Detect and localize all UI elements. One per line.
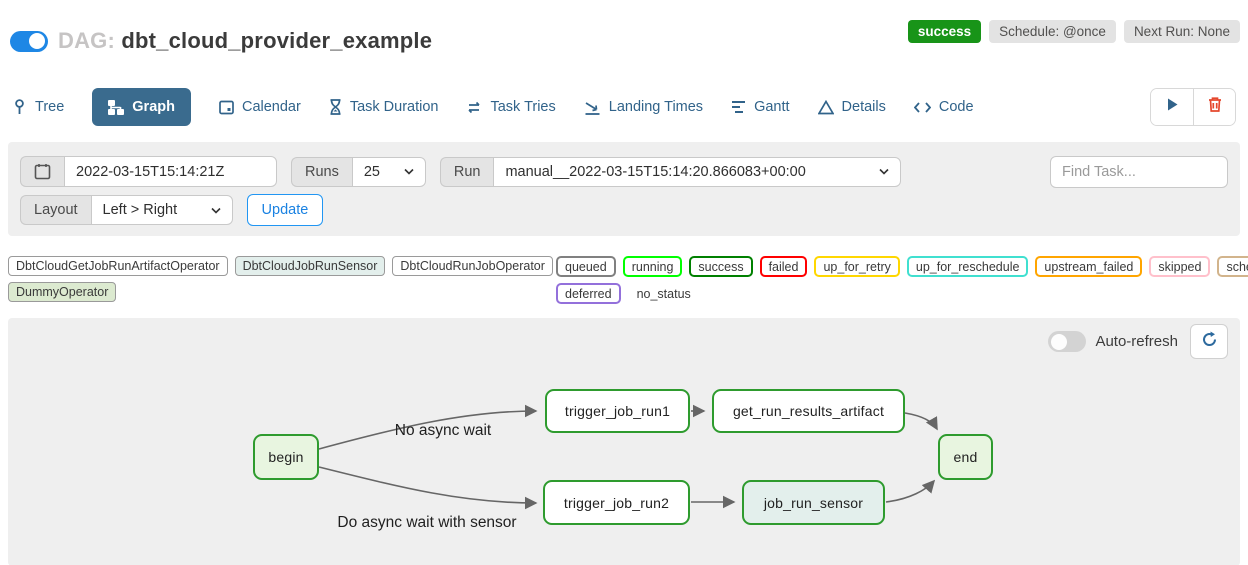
next-run-badge: Next Run: None [1123,20,1240,43]
chevron-down-icon [404,168,414,175]
hourglass-icon [329,99,342,115]
tab-label: Tree [35,99,65,115]
tree-icon [12,99,27,115]
toggle-knob [1051,333,1068,350]
task-node-job_run_sensor[interactable]: job_run_sensor [742,480,885,525]
trash-icon [1207,96,1223,118]
code-icon [913,101,931,114]
run-select[interactable]: manual__2022-03-15T15:14:20.866083+00:00 [493,156,902,187]
tab-label: Task Duration [349,99,439,115]
tab-calendar[interactable]: Calendar [219,99,301,115]
run-value: manual__2022-03-15T15:14:20.866083+00:00 [505,163,806,180]
auto-refresh-toggle[interactable] [1048,331,1087,352]
tab-label: Graph [132,99,175,115]
graph-panel: Auto-refresh begin trigger_job_run1 get_ru… [8,318,1240,565]
layout-label: Layout [20,195,91,225]
state-legend-badge-no_status: no_status [627,283,700,304]
dag-prefix: DAG: [58,28,116,53]
state-legend-badge-failed: failed [759,256,808,277]
trigger-dag-button[interactable] [1151,89,1193,125]
graph-icon [108,99,125,115]
filter-panel: Runs 25 Run manual__2022-03-15T15:14:20.… [8,142,1240,236]
state-legend-badge-queued: queued [556,256,616,277]
base-date-group [20,156,277,187]
state-legend-badge-upstream_failed: upstream_failed [1035,256,1143,277]
state-legend-badge-up_for_retry: up_for_retry [814,256,900,277]
play-icon [1165,97,1180,117]
tab-label: Task Tries [490,99,556,115]
runs-label: Runs [291,156,352,187]
operator-legend: DbtCloudGetJobRunArtifactOperator DbtClou… [8,256,553,302]
tab-task-duration[interactable]: Task Duration [329,99,439,115]
legend: DbtCloudGetJobRunArtifactOperator DbtClou… [8,256,1248,304]
edge-job_run_sensor-to-end [885,479,936,503]
state-legend-badge-deferred: deferred [556,283,621,304]
operator-legend-badge: DbtCloudGetJobRunArtifactOperator [8,256,228,276]
tab-graph[interactable]: Graph [92,88,191,126]
dag-pause-toggle[interactable] [10,30,48,52]
delete-dag-button[interactable] [1193,89,1235,125]
tab-gantt[interactable]: Gantt [731,99,790,115]
edge-begin-to-trigger_job_run1 [318,404,538,450]
repeat-icon [466,100,482,115]
dag-edges [318,404,938,510]
dag-status-badge: success [907,20,982,43]
layout-value: Left > Right [102,202,178,218]
operator-legend-badge: DummyOperator [8,282,117,302]
state-legend-badge-up_for_reschedule: up_for_reschedule [906,256,1029,277]
state-legend: queued running success failed up_for_retry up… [556,256,1248,304]
refresh-icon [1201,331,1218,353]
edge-begin-to-trigger_job_run2 [318,466,538,510]
dag-name: dbt_cloud_provider_example [121,28,433,53]
tab-label: Gantt [754,99,790,115]
tab-label: Landing Times [608,99,704,115]
tab-label: Code [938,99,974,115]
view-tabbar: Tree Graph Calendar Task Duration Task Tries… [0,86,1248,128]
runs-select[interactable]: 25 [351,156,426,187]
task-node-trigger_job_run1[interactable]: trigger_job_run1 [545,389,690,433]
tab-label: Calendar [241,99,301,115]
state-legend-badge-scheduled: scheduled [1217,256,1248,277]
gantt-icon [731,100,746,114]
dag-actions [1150,88,1236,126]
state-legend-badge-skipped: skipped [1149,256,1211,277]
edge-get_run_results_artifact-to-end [904,412,938,431]
layout-group: Layout Left > Right [20,195,233,225]
tab-details[interactable]: Details [817,99,886,115]
calendar-icon [219,99,234,115]
operator-legend-badge: DbtCloudJobRunSensor [234,256,386,276]
landing-icon [584,100,601,115]
toggle-knob [29,33,45,49]
update-button[interactable]: Update [246,194,324,226]
task-node-begin[interactable]: begin [253,434,319,480]
state-legend-badge-success: success [689,256,753,277]
calendar-addon-icon [20,156,64,187]
tab-tree[interactable]: Tree [12,99,64,115]
tab-label: Details [841,99,886,115]
layout-select[interactable]: Left > Right [90,195,233,225]
run-group: Run manual__2022-03-15T15:14:20.866083+0… [439,156,902,187]
refresh-button[interactable] [1190,324,1228,359]
task-node-trigger_job_run2[interactable]: trigger_job_run2 [543,480,690,525]
triangle-icon [817,99,834,115]
task-node-end[interactable]: end [938,434,993,480]
operator-legend-badge: DbtCloudRunJobOperator [392,256,553,276]
schedule-badge: Schedule: @once [989,20,1116,43]
header: DAG: dbt_cloud_provider_example success … [0,0,1248,62]
tab-task-tries[interactable]: Task Tries [466,99,556,115]
state-legend-badge-running: running [622,256,683,277]
tab-code[interactable]: Code [913,99,974,115]
base-date-input[interactable] [64,156,277,187]
runs-value: 25 [363,163,380,180]
chevron-down-icon [210,207,221,214]
task-node-get_run_results_artifact[interactable]: get_run_results_artifact [712,389,905,433]
runs-group: Runs 25 [291,156,426,187]
tab-landing-times[interactable]: Landing Times [584,99,703,115]
run-label: Run [439,156,494,187]
auto-refresh-label: Auto-refresh [1095,333,1178,350]
page-title: DAG: dbt_cloud_provider_example [58,28,432,54]
find-task-input[interactable] [1050,156,1228,188]
chevron-down-icon [879,168,890,175]
